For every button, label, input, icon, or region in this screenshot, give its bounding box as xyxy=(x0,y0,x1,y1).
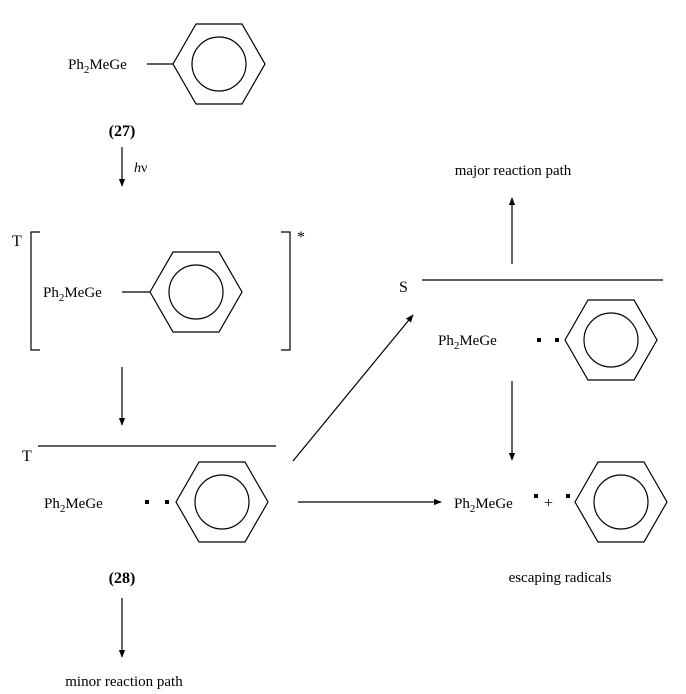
radical-dot xyxy=(534,494,538,498)
escaping-radicals-label: escaping radicals xyxy=(509,570,612,586)
excited-formula: Ph2MeGe xyxy=(43,285,102,304)
singlet-pair-formula: Ph2MeGe xyxy=(438,333,497,352)
singlet-label: S xyxy=(399,279,408,296)
plus-sign: + xyxy=(544,495,553,512)
triplet-pair-formula: Ph2MeGe xyxy=(44,496,103,515)
benzene-ring-excited xyxy=(149,251,243,333)
compound-number-27: (27) xyxy=(109,123,136,140)
major-path-label: major reaction path xyxy=(455,163,572,179)
triplet-label: T xyxy=(22,448,32,465)
compound-number-28: (28) xyxy=(109,570,136,587)
radical-dots xyxy=(537,338,559,342)
photolysis-condition: hν xyxy=(134,161,147,176)
minor-path-label: minor reaction path xyxy=(65,674,183,690)
right-bracket xyxy=(281,231,291,351)
benzene-ring-28 xyxy=(175,461,269,543)
radical-dots xyxy=(145,500,169,504)
radical-formula: Ph2MeGe xyxy=(454,496,513,515)
benzene-ring-radical xyxy=(574,461,668,543)
radical-dot xyxy=(566,494,570,498)
reagent-formula: Ph2MeGe xyxy=(68,57,127,76)
excited-star: * xyxy=(297,229,305,246)
benzene-ring-27 xyxy=(172,23,266,105)
benzene-ring-singlet xyxy=(564,299,658,381)
left-bracket xyxy=(30,231,40,351)
triplet-label-excited: T xyxy=(12,233,22,250)
intersystem-crossing-arrow xyxy=(292,314,414,462)
